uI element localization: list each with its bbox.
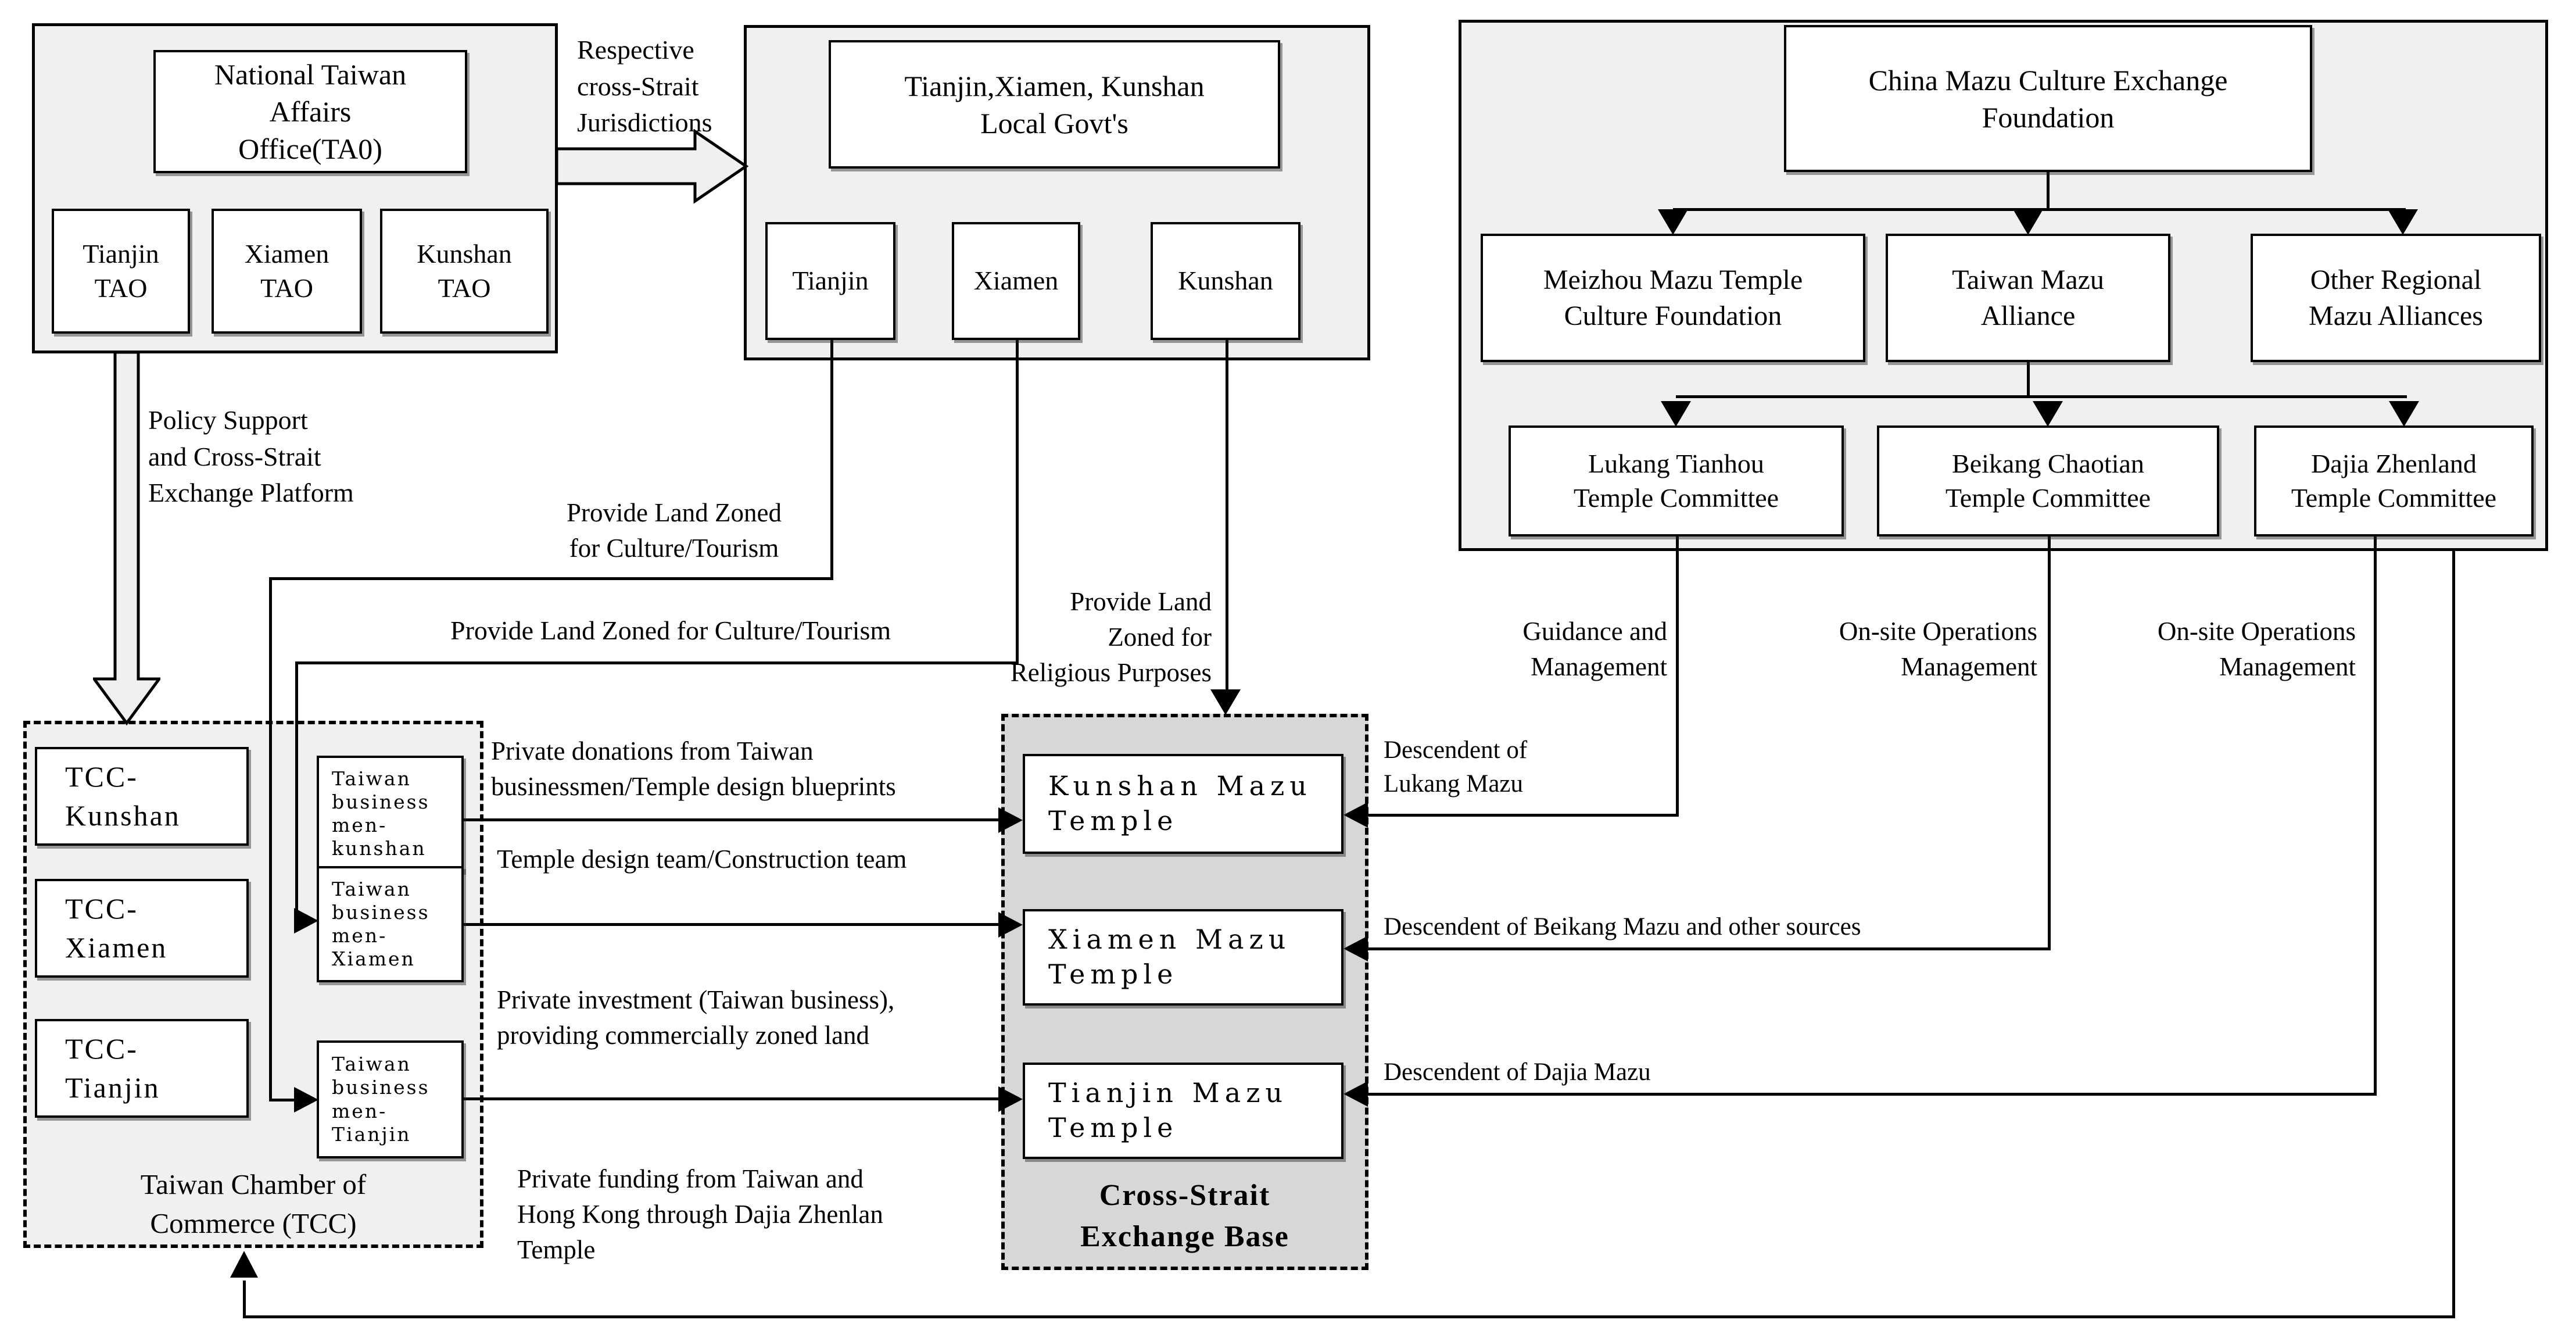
arrowhead-into-xiamen-temple-left <box>998 912 1023 938</box>
line-beikang-to-xiamen-temple <box>1367 947 2051 950</box>
label-private-funding: Private funding from Taiwan and Hong Kon… <box>517 1164 883 1265</box>
box-taiwan-mazu-alliance: Taiwan Mazu Alliance <box>1886 234 2170 362</box>
line-feedback-bottom <box>243 1315 2455 1318</box>
arrowhead-into-xiamen-temple-right <box>1343 936 1368 961</box>
line-xiamen-govt-down <box>1016 340 1019 664</box>
arrowhead-into-exchange-base-top <box>1210 689 1241 715</box>
line-lukang-to-kunshan-temple <box>1367 814 1679 817</box>
line-dajia-down <box>2374 537 2377 1095</box>
line-alliance-branch <box>2027 362 2030 397</box>
line-businessmen-xiamen-to-temple <box>464 923 999 926</box>
label-design-team: Temple design team/Construction team <box>497 845 907 874</box>
label-descendent-beikang: Descendent of Beikang Mazu and other sou… <box>1384 913 1861 940</box>
box-kunshan-mazu-temple: Kunshan Mazu Temple <box>1023 754 1343 854</box>
box-xiamen-tao: Xiamen TAO <box>212 209 362 334</box>
arrowhead-into-businessmen-xiamen <box>294 908 318 934</box>
box-kunshan-tao: Kunshan TAO <box>380 209 549 334</box>
label-onsite-management-dajia: On-site Operations Management <box>2157 617 2356 682</box>
arrowhead-to-dajia <box>2389 401 2419 427</box>
box-businessmen-kunshan: Taiwan business men- kunshan <box>317 756 464 872</box>
box-tianjin-govt: Tianjin <box>765 222 895 340</box>
line-committee-branch <box>1676 395 2407 398</box>
arrowhead-into-tcc-bottom <box>230 1251 258 1278</box>
line-feedback-up <box>243 1281 246 1318</box>
line-kunshan-govt-down <box>1226 340 1228 692</box>
box-tcc-tianjin: TCC- Tianjin <box>35 1019 249 1118</box>
label-onsite-management-beikang: On-site Operations Management <box>1839 617 2037 682</box>
label-jurisdictions: Respective cross-Strait Jurisdictions <box>577 35 712 138</box>
arrowhead-into-tianjin-temple-right <box>1343 1081 1368 1107</box>
arrowhead-into-kunshan-temple-left <box>998 807 1023 833</box>
arrowhead-into-kunshan-temple-right <box>1343 802 1368 828</box>
label-exchange-base-title: Cross-Strait Exchange Base <box>1080 1179 1289 1253</box>
label-private-investment: Private investment (Taiwan business), pr… <box>497 985 895 1050</box>
line-dajia-to-tianjin-temple <box>1367 1093 2377 1096</box>
box-tianjin-mazu-temple: Tianjin Mazu Temple <box>1023 1063 1343 1159</box>
hollow-arrow-policy-support <box>93 352 160 725</box>
box-china-mazu-foundation: China Mazu Culture Exchange Foundation <box>1784 25 2312 172</box>
label-guidance-management: Guidance and Management <box>1522 617 1667 682</box>
box-businessmen-xiamen: Taiwan business men- Xiamen <box>317 866 464 982</box>
box-tcc-kunshan: TCC- Kunshan <box>35 747 249 846</box>
arrowhead-to-alliance <box>2013 209 2043 235</box>
label-descendent-lukang: Descendent of Lukang Mazu <box>1384 736 1528 798</box>
label-land-culture-xiamen: Provide Land Zoned for Culture/Tourism <box>450 616 891 645</box>
line-businessmen-tianjin-to-temple <box>464 1097 999 1100</box>
arrowhead-into-businessmen-tianjin <box>294 1087 318 1113</box>
box-businessmen-tianjin: Taiwan business men- Tianjin <box>317 1040 464 1158</box>
arrowhead-into-tianjin-temple-left <box>998 1086 1023 1112</box>
label-private-donations: Private donations from Taiwan businessme… <box>491 736 896 802</box>
box-tcc-xiamen: TCC- Xiamen <box>35 879 249 978</box>
box-dajia-committee: Dajia Zhenland Temple Committee <box>2254 425 2534 537</box>
label-descendent-dajia: Descendent of Dajia Mazu <box>1384 1058 1651 1086</box>
line-tianjin-govt-drop <box>269 577 272 1101</box>
arrowhead-to-other-alliances <box>2388 209 2418 235</box>
line-xiamen-govt-drop <box>295 661 298 922</box>
line-lukang-down <box>1676 537 1679 816</box>
arrowhead-to-beikang <box>2033 401 2063 427</box>
line-tianjin-govt-down <box>830 340 833 580</box>
label-policy-support: Policy Support and Cross-Strait Exchange… <box>148 405 354 508</box>
box-other-regional-alliances: Other Regional Mazu Alliances <box>2251 234 2541 362</box>
arrowhead-to-lukang <box>1661 401 1691 427</box>
line-chinamazu-branch <box>2047 172 2050 210</box>
box-lukang-committee: Lukang Tianhou Temple Committee <box>1509 425 1844 537</box>
box-national-taiwan-affairs-office: National Taiwan Affairs Office(TA0) <box>153 50 467 173</box>
line-feedback-down <box>2452 551 2455 1318</box>
arrowhead-to-meizhou <box>1658 209 1688 235</box>
label-tcc-title: Taiwan Chamber of Commerce (TCC) <box>140 1168 367 1239</box>
line-beikang-down <box>2048 537 2051 949</box>
line-tianjin-govt-left <box>269 577 833 580</box>
label-land-culture-tianjin: Provide Land Zoned for Culture/Tourism <box>567 498 782 563</box>
box-kunshan-govt: Kunshan <box>1151 222 1300 340</box>
line-xiamen-govt-left <box>295 661 1019 664</box>
box-xiamen-govt: Xiamen <box>952 222 1080 340</box>
box-tianjin-tao: Tianjin TAO <box>52 209 190 334</box>
box-xiamen-mazu-temple: Xiamen Mazu Temple <box>1023 909 1343 1006</box>
label-land-religious: Provide Land Zoned for Religious Purpose… <box>1010 587 1212 688</box>
box-beikang-committee: Beikang Chaotian Temple Committee <box>1877 425 2219 537</box>
hollow-arrow-jurisdictions <box>556 129 748 203</box>
box-local-govts-title: Tianjin,Xiamen, Kunshan Local Govt's <box>829 40 1280 169</box>
line-tianjin-govt-elbow <box>269 1099 295 1101</box>
line-businessmen-kunshan-to-temple <box>464 818 999 821</box>
box-meizhou-foundation: Meizhou Mazu Temple Culture Foundation <box>1481 234 1865 362</box>
